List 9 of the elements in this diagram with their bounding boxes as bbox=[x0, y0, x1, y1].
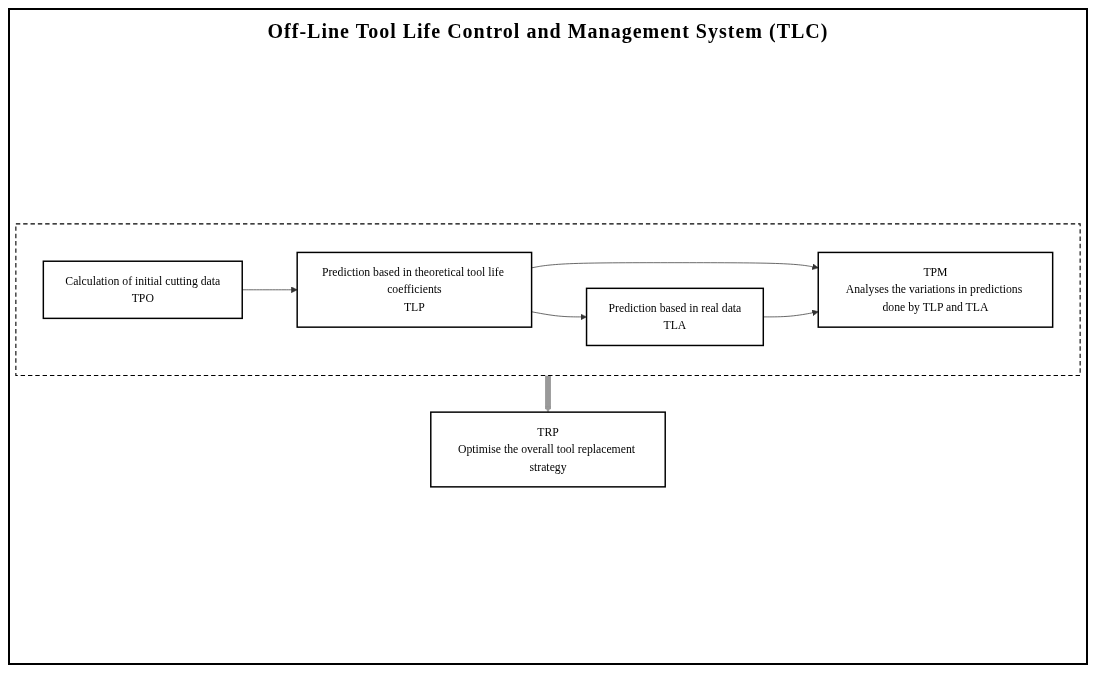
node-box bbox=[585, 287, 765, 346]
node-box bbox=[430, 411, 666, 488]
arrow bbox=[544, 375, 552, 413]
diagram-frame: Off-Line Tool Life Control and Management System (TLC) Calculation of initial cutting data TPO Prediction based in theoretical tool life coefficients TLP Prediction based in real data TLA TPM Analyses the variations in predictions done by TLP and TLA TRP Optimise the overall tool replacement strategy bbox=[8, 8, 1088, 665]
diagram-title: Off-Line Tool Life Control and Management System (TLC) bbox=[267, 20, 829, 43]
cluster bbox=[15, 222, 1081, 376]
node-box bbox=[817, 251, 1054, 328]
node-box bbox=[42, 260, 243, 319]
node-box bbox=[296, 251, 533, 328]
